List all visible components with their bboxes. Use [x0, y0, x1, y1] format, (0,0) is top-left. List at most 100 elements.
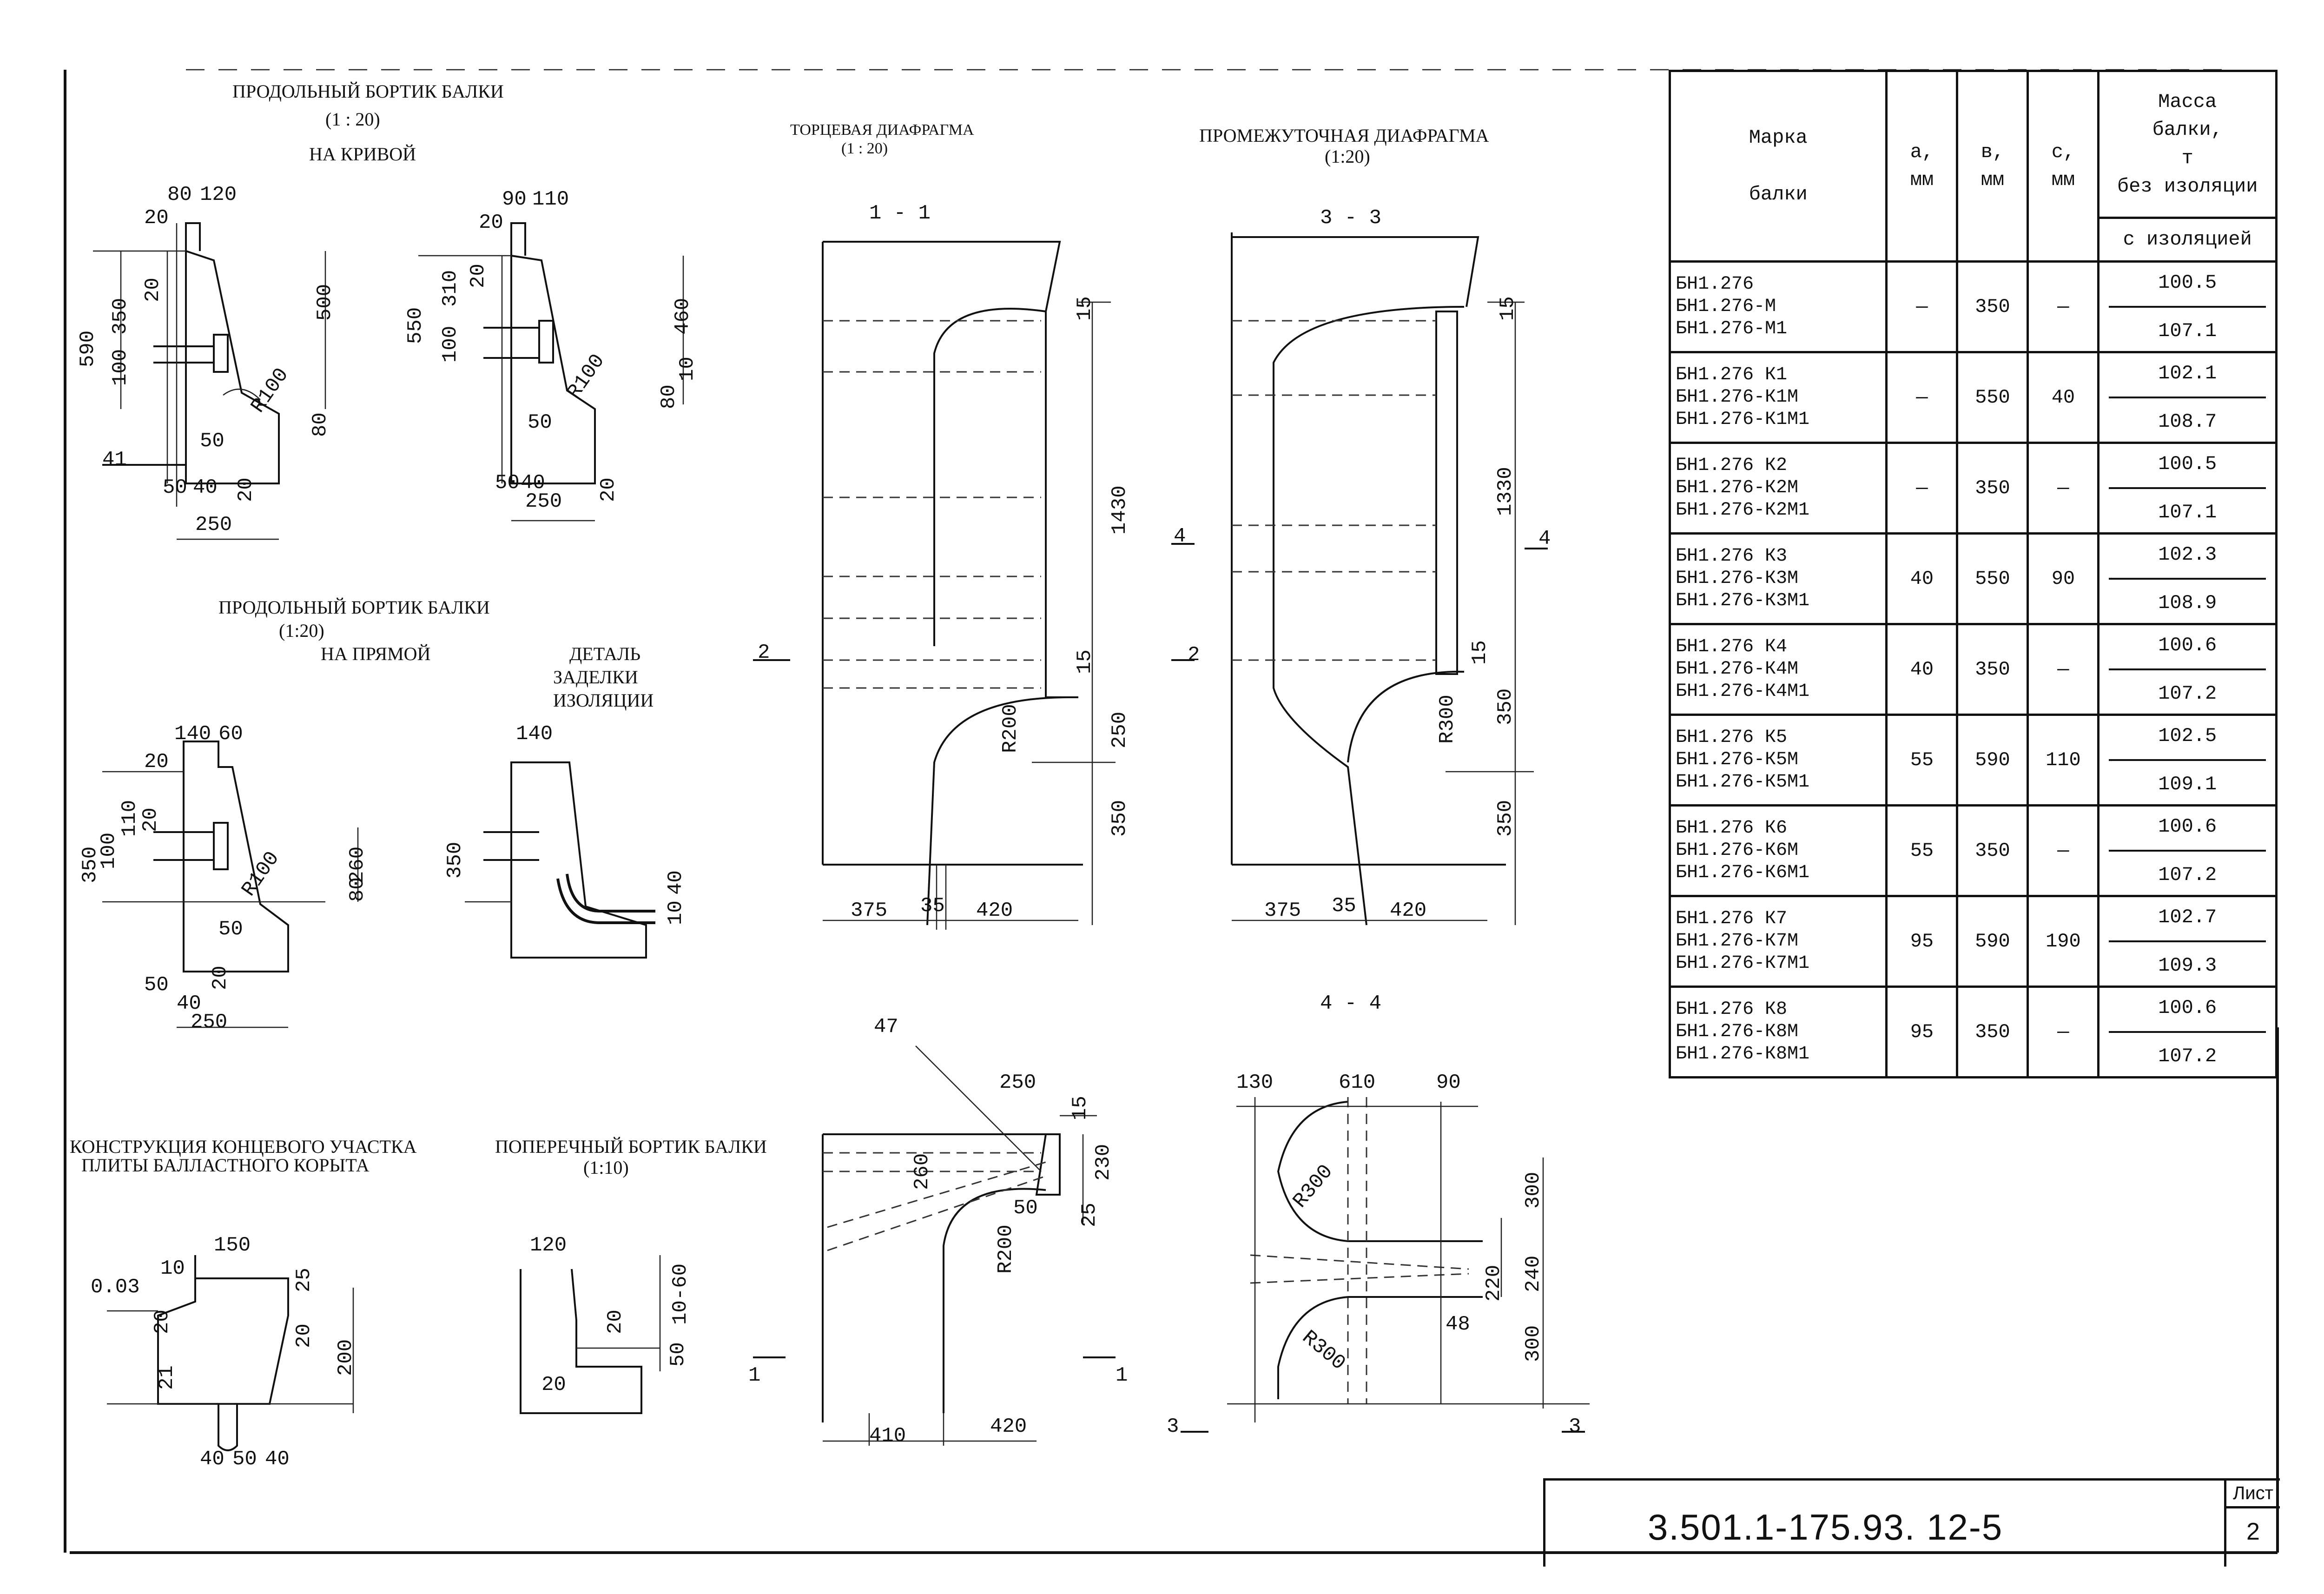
table-header-row: Марка балки а, мм в, мм с, мм Масса балк… — [1668, 70, 2278, 263]
header-mass-line3: т — [2181, 147, 2193, 170]
dim: 50 — [667, 1342, 690, 1367]
dim: 100 — [109, 349, 132, 386]
beam-mark: БН1.276-К3М1 — [1676, 590, 1810, 611]
dim: 420 — [1390, 899, 1426, 922]
beam-mark: БН1.276-К5М1 — [1676, 771, 1810, 793]
dim: R100 — [238, 847, 285, 901]
mass-cell: 100.6 107.2 — [2097, 804, 2278, 897]
mass-without-insulation: 100.6 — [2109, 815, 2266, 852]
dim: 350 — [1494, 688, 1517, 725]
transverse-title: ПОПЕРЕЧНЫЙ БОРТИК БАЛКИ — [495, 1136, 767, 1157]
dim: R200 — [999, 704, 1022, 753]
dim: 20 — [141, 278, 165, 302]
end-diaphragm-scale: (1 : 20) — [841, 140, 888, 157]
mass-with-insulation: 107.2 — [2158, 1045, 2217, 1067]
mass-with-insulation: 108.7 — [2158, 410, 2217, 433]
document-code: 3.501.1-175.93. 12-5 — [1648, 1507, 2003, 1548]
curved-section-a-dims: 80 120 20 20 350 590 100 500 R100 41 50 … — [76, 183, 337, 536]
header-c: с, мм — [2027, 70, 2100, 263]
param-b: 350 — [1956, 804, 2029, 897]
header-mass-line2: балки, — [2152, 119, 2223, 141]
diaphragm-plan-left-labels: 47 250 15 260 230 R200 50 25 410 420 1 1 — [748, 1015, 1128, 1448]
dim: 15 — [1073, 296, 1096, 321]
dim: 120 — [200, 183, 237, 206]
header-a: а, мм — [1885, 70, 1959, 263]
beam-mark: БН1.276-К4М1 — [1676, 681, 1810, 702]
mid-diaphragm-scale: (1:20) — [1325, 146, 1370, 167]
mass-with-insulation: 109.3 — [2158, 954, 2217, 977]
dim: 310 — [439, 270, 462, 307]
dim: 375 — [851, 899, 887, 922]
dim: 260 — [346, 847, 369, 883]
beam-mark: БН1.276-М1 — [1676, 318, 1788, 339]
dim: 50 — [200, 430, 224, 453]
mass-with-insulation: 107.2 — [2158, 863, 2217, 886]
sheet-frame — [64, 69, 2279, 1554]
param-c: — — [2027, 260, 2100, 353]
beam-mark: БН1.276 К5 — [1676, 727, 1788, 748]
param-a: 40 — [1885, 532, 1959, 625]
beam-mark: БН1.276 К4 — [1676, 636, 1788, 657]
dim: 110 — [118, 800, 141, 837]
mass-without-insulation: 102.3 — [2109, 543, 2266, 580]
beam-mark: БН1.276-К8М — [1676, 1021, 1799, 1042]
beam-table: Марка балки а, мм в, мм с, мм Масса балк… — [1668, 70, 2278, 1079]
section-3-3-labels: 3 - 3 4 4 2 15 1330 15 R300 350 350 375 … — [1174, 206, 1551, 922]
dim: 260 — [911, 1153, 934, 1190]
dim: 250 — [195, 513, 232, 536]
dim: 50 — [495, 471, 520, 495]
transverse-section — [520, 1255, 661, 1414]
param-a: 40 — [1885, 622, 1959, 716]
section-3-3 — [1171, 232, 1548, 926]
dim: 100 — [439, 326, 462, 363]
beam-mark: БН1.276-К2М — [1676, 477, 1799, 498]
dim: 50 — [218, 918, 243, 941]
curved-subtitle: НА КРИВОЙ — [309, 144, 416, 165]
beam-mark: БН1.276 К7 — [1676, 908, 1788, 929]
dim: R300 — [1297, 1326, 1350, 1375]
header-mass-line1: Масса — [2158, 90, 2217, 113]
dim: 100 — [97, 833, 120, 869]
header-b-line1: в, — [1981, 140, 2005, 163]
dim: 20 — [144, 750, 169, 774]
param-a: 55 — [1885, 804, 1959, 897]
dim: 1430 — [1108, 485, 1131, 535]
dim: 47 — [874, 1015, 898, 1038]
insulation-detail-dims: 140 350 40 10 — [443, 722, 687, 925]
section-1-1 — [753, 241, 1116, 930]
transverse-scale: (1:10) — [583, 1157, 629, 1178]
beam-mark: БН1.276 К2 — [1676, 455, 1788, 476]
section-marker-1-right: 1 — [1116, 1364, 1128, 1387]
dim: 140 — [174, 722, 211, 746]
section-marker-3-left: 3 — [1167, 1415, 1179, 1438]
curved-section-b-dims: 90 110 20 20 310 550 100 460 R100 80 10 … — [404, 188, 699, 513]
dim: R300 — [1288, 1160, 1338, 1213]
dim: 590 — [76, 331, 99, 367]
beam-mark: БН1.276-К3М — [1676, 568, 1799, 589]
dim: 140 — [516, 722, 553, 746]
end-plate-title-2: ПЛИТЫ БАЛЛАСТНОГО КОРЫТА — [81, 1155, 370, 1176]
dim: 350 — [443, 842, 467, 879]
detail-title-2: ЗАДЕЛКИ — [553, 667, 638, 688]
dim: 110 — [532, 188, 569, 211]
dim: 40 — [265, 1448, 290, 1471]
dim: 20 — [541, 1373, 566, 1396]
section-1-1-labels: 1 - 1 2 15 1430 15 R200 250 350 375 35 4… — [758, 202, 1131, 922]
mass-with-insulation: 107.2 — [2158, 682, 2217, 705]
beam-mark: БН1.276-К5М — [1676, 749, 1799, 770]
dim: 220 — [1482, 1265, 1505, 1302]
header-mark: Марка балки — [1668, 70, 1888, 263]
dim: 48 — [1446, 1313, 1470, 1336]
param-a: — — [1885, 441, 1959, 535]
dim: 80 — [167, 183, 192, 206]
dim: 35 — [920, 894, 945, 918]
dim: 20 — [597, 477, 620, 502]
